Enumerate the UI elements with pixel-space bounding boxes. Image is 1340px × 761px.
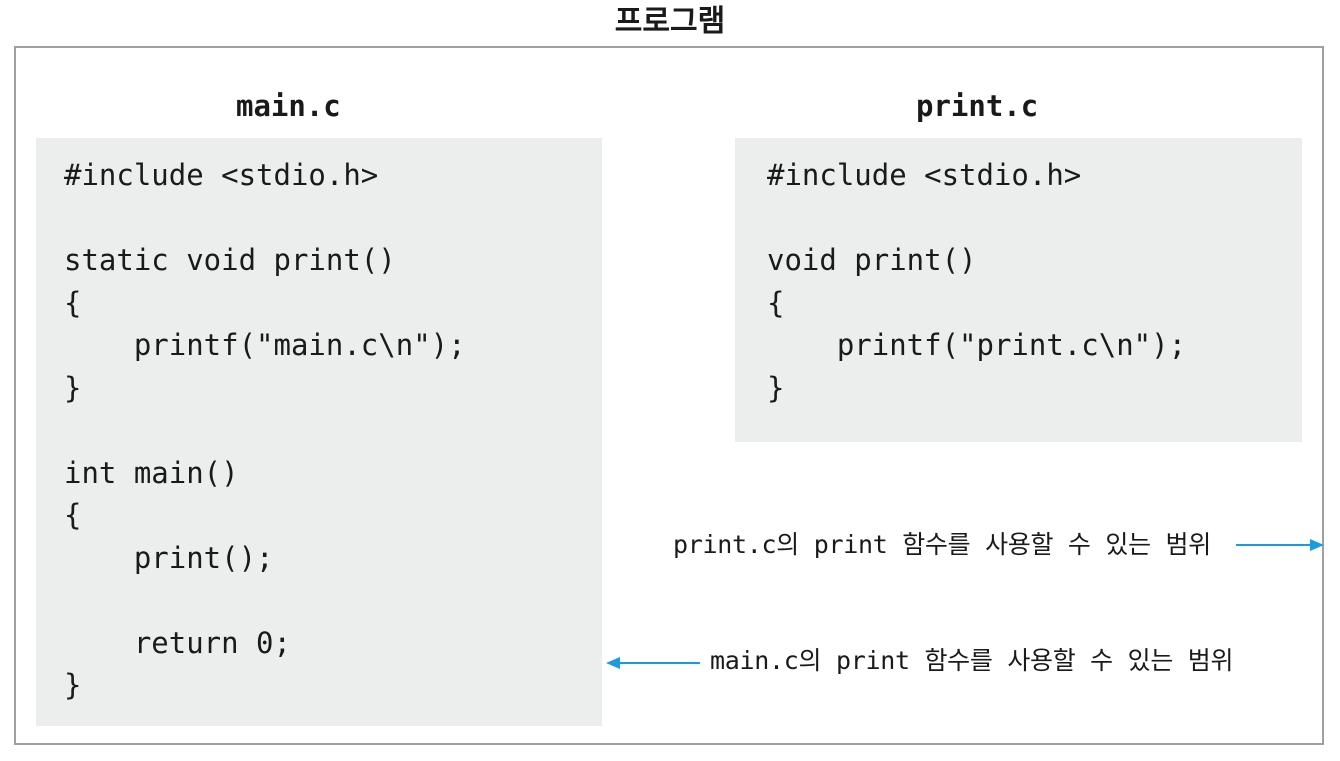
arrow-left-icon: [606, 657, 700, 669]
main-c-code-box: [36, 138, 602, 726]
program-frame: [14, 46, 1324, 745]
print-c-label: print.c: [916, 89, 1039, 123]
arrow-right-icon: [1236, 539, 1324, 551]
print-c-code: #include <stdio.h> void print() { printf…: [767, 158, 1187, 405]
main-c-code: #include <stdio.h> static void print() {…: [64, 158, 466, 702]
main-c-scope-note: main.c의 print 함수를 사용할 수 있는 범위: [710, 646, 1234, 675]
print-c-scope-note: print.c의 print 함수를 사용할 수 있는 범위: [673, 530, 1211, 559]
main-c-label: main.c: [236, 89, 341, 123]
program-title: 프로그램: [614, 4, 726, 39]
print-c-code-box: [735, 138, 1302, 442]
